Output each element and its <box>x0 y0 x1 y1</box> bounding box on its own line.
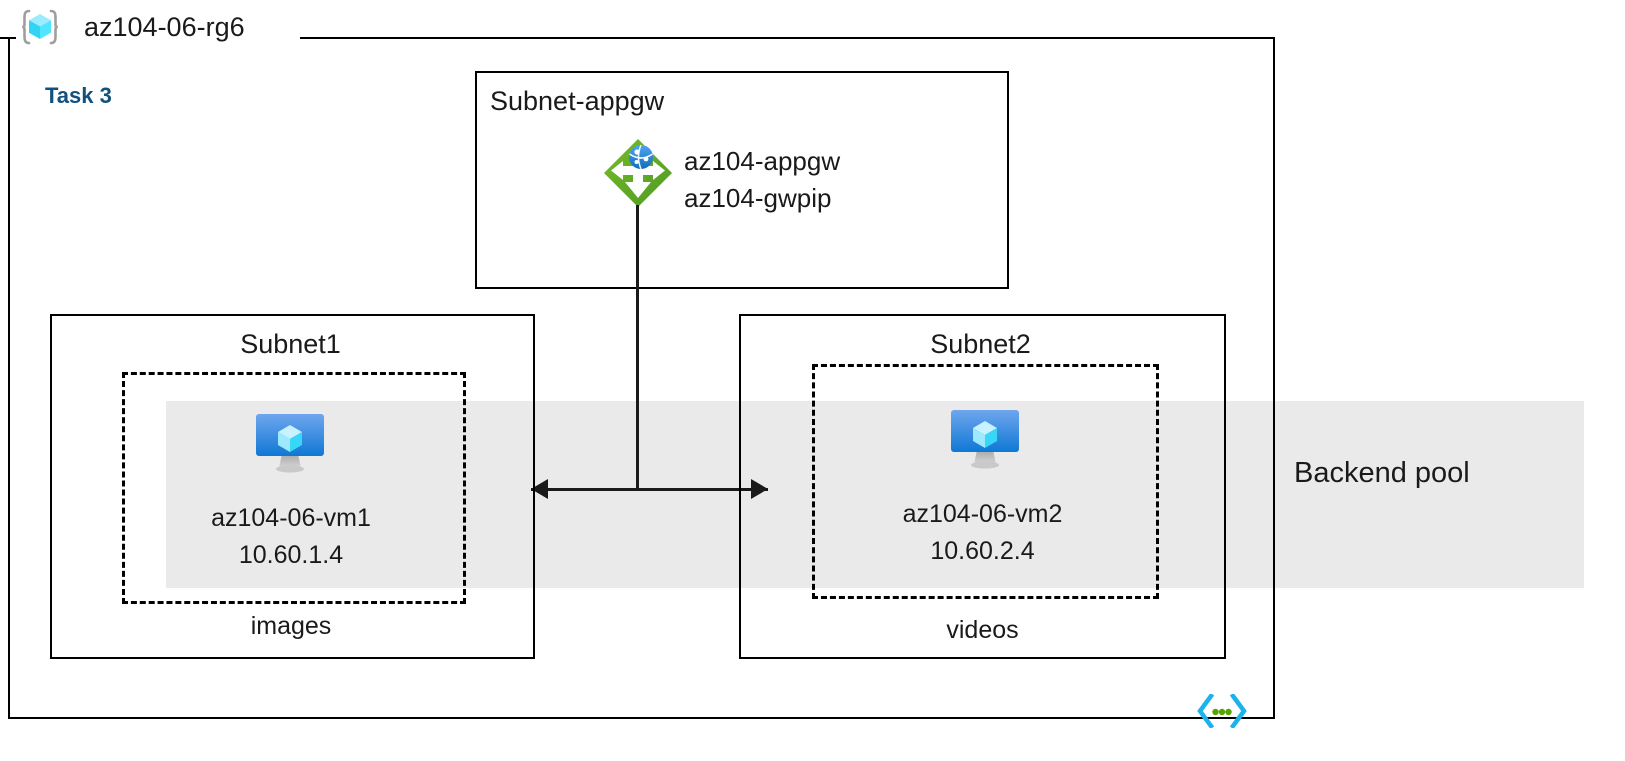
subnet1-vm-group-box <box>122 372 466 604</box>
subnet2-title: Subnet2 <box>930 329 1031 359</box>
connector-appgw-vertical <box>636 205 639 490</box>
virtual-machine-icon <box>252 408 328 474</box>
subnet2-vm-group-box <box>812 364 1159 599</box>
subnet1-storage-label: images <box>250 612 332 640</box>
subnet2-storage-label: videos <box>946 616 1019 644</box>
arrowhead-left-icon <box>531 479 548 499</box>
subnet2-vm-ip: 10.60.2.4 <box>930 537 1035 565</box>
backend-pool-label: Backend pool <box>1294 457 1470 489</box>
subnet2-box <box>739 314 1226 659</box>
resource-group-border-left <box>8 37 10 718</box>
resource-group-border-bottom <box>8 717 1275 719</box>
resource-group-border-right <box>1273 37 1275 719</box>
gwpip-resource-name: az104-gwpip <box>684 183 832 213</box>
subnet2-vm-name: az104-06-vm2 <box>902 500 1063 528</box>
resource-group-cube-icon <box>20 7 60 47</box>
subnet1-vm-name: az104-06-vm1 <box>211 504 371 532</box>
subnet1-box <box>50 314 535 659</box>
arm-template-code-icon <box>1196 692 1248 730</box>
backend-pool-band <box>166 401 1584 588</box>
appgw-resource-name: az104-appgw <box>684 146 841 176</box>
resource-group-label: az104-06-rg6 <box>84 12 245 42</box>
arrowhead-right-icon <box>751 479 768 499</box>
subnet-appgw-title: Subnet-appgw <box>490 86 665 116</box>
virtual-machine-icon <box>947 404 1023 470</box>
subnet1-title: Subnet1 <box>240 329 341 359</box>
application-gateway-icon <box>603 138 673 208</box>
task-label: Task 3 <box>45 83 112 108</box>
resource-group-border-top-right <box>300 37 1275 39</box>
subnet1-vm-ip: 10.60.1.4 <box>238 541 344 569</box>
connector-subnet1-subnet2 <box>531 488 768 491</box>
subnet-appgw-box <box>475 71 1009 289</box>
